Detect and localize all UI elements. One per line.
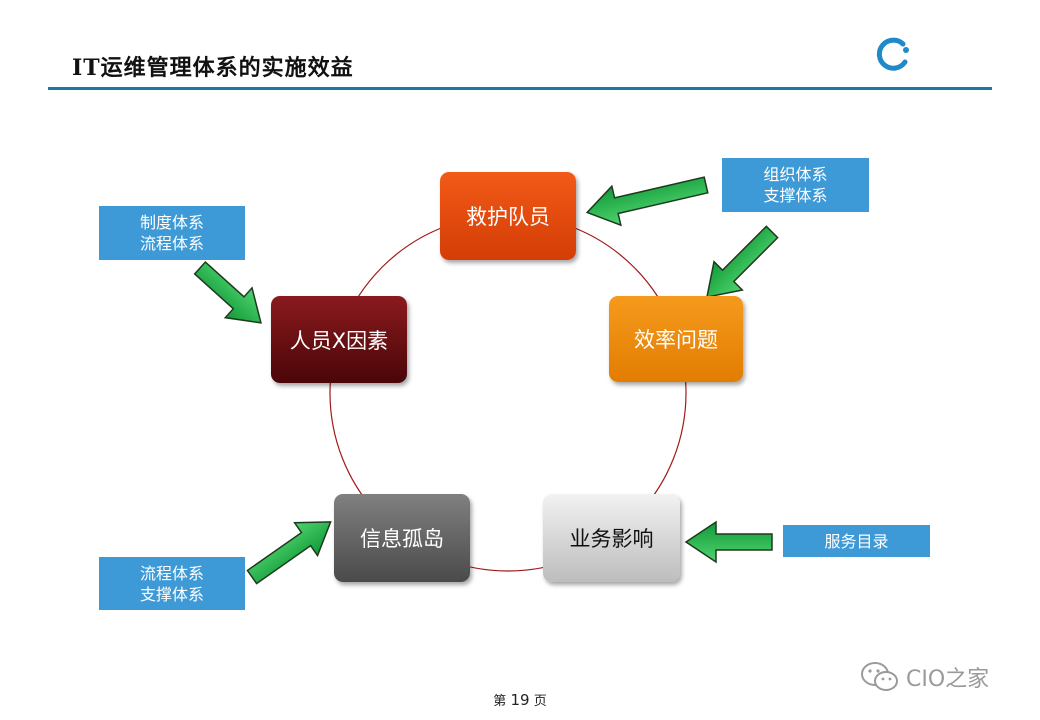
label-line: 组织体系	[763, 165, 828, 184]
label-right: 服务目录	[783, 525, 930, 557]
label-bottom-left: 流程体系 支撑体系	[99, 557, 245, 610]
arrow-icon-top-left	[193, 260, 262, 324]
page-title: IT运维管理体系的实施效益	[72, 55, 354, 81]
page-suffix: 页	[533, 694, 547, 709]
watermark-text: CIO之家	[906, 667, 990, 692]
label-line: 服务目录	[824, 531, 889, 551]
arrow-icon-upper-right	[705, 225, 779, 299]
label-top-right: 组织体系 支撑体系	[722, 158, 869, 212]
node-business-impact: 业务影响	[543, 494, 680, 582]
node-human-factor: 人员X因素	[271, 296, 407, 383]
arrow-icon-top-right	[585, 176, 709, 227]
label-top-left: 制度体系 流程体系	[99, 206, 245, 260]
page-number: 第 19 页	[0, 690, 1040, 709]
label-line: 制度体系	[139, 213, 204, 232]
label-line: 流程体系	[139, 563, 204, 583]
watermark: CIO之家	[860, 660, 989, 694]
label-line: 流程体系	[139, 234, 204, 253]
title-divider	[48, 87, 992, 90]
page-number-value: 19	[510, 691, 530, 709]
node-efficiency: 效率问题	[609, 296, 743, 382]
chat-bubble-icon	[861, 662, 898, 691]
page-prefix: 第	[493, 694, 507, 709]
label-line: 支撑体系	[763, 186, 828, 205]
label-line: 支撑体系	[139, 584, 204, 604]
logo-icon	[876, 37, 909, 71]
arrow-icon-right	[684, 520, 773, 564]
node-rescue-team: 救护队员	[440, 172, 576, 260]
arrow-icon-bottom-left	[246, 521, 332, 585]
node-info-island: 信息孤岛	[334, 494, 470, 582]
